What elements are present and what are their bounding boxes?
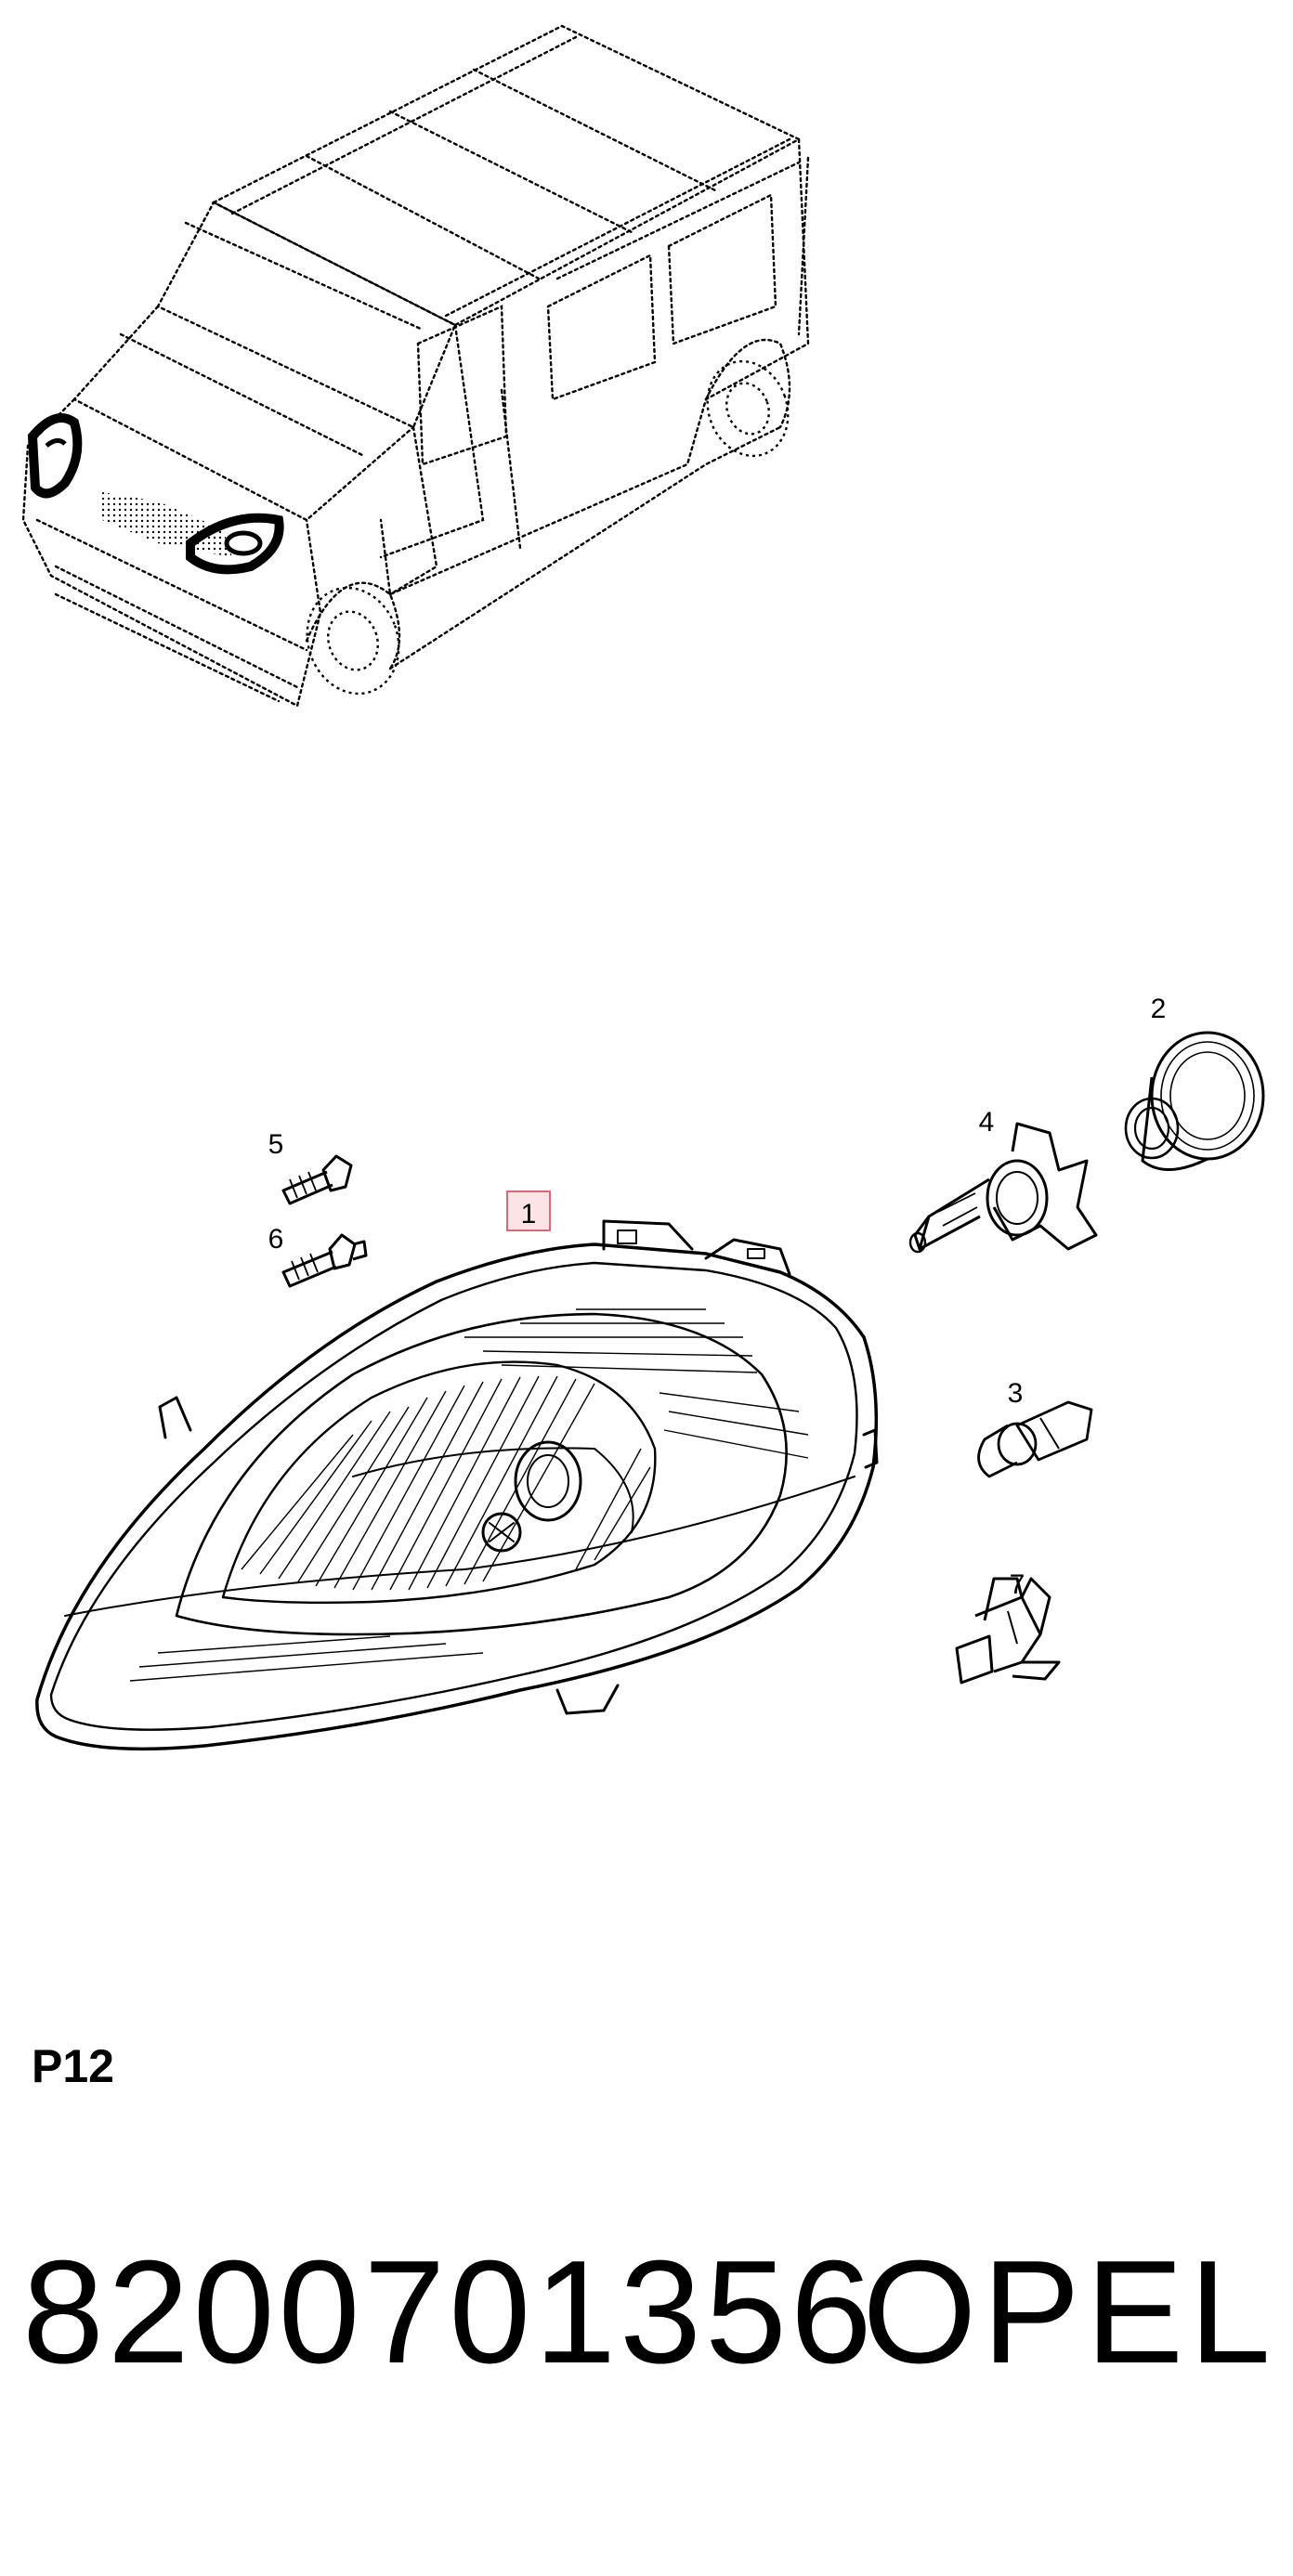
callout-1[interactable]: 1 (521, 1199, 537, 1229)
page-code: P12 (32, 2040, 114, 2092)
callout-2[interactable]: 2 (1151, 994, 1167, 1024)
part-number: 8200701356 (22, 2231, 876, 2394)
van-overview-icon (21, 24, 810, 708)
bulb-h4-icon (908, 1122, 1098, 1254)
callout-1-highlight (506, 1190, 551, 1231)
bulb-w5w-icon (977, 1400, 1093, 1478)
callout-4[interactable]: 4 (979, 1107, 995, 1138)
rubber-cap-icon (1124, 1031, 1265, 1171)
footer: 8200701356 OPEL (22, 2229, 1276, 2405)
brand-label: OPEL (862, 2231, 1276, 2394)
bulb-holder-icon (955, 1577, 1061, 1685)
bolt-icon (281, 1154, 353, 1205)
headlamp-reflector-hatching (129, 1308, 809, 1682)
van-wheels-icon (306, 359, 790, 696)
callout-3[interactable]: 3 (1008, 1378, 1024, 1409)
callout-6[interactable]: 6 (268, 1224, 284, 1255)
van-headlamp-highlight-icon (27, 413, 284, 575)
callout-7[interactable]: 7 (1010, 1569, 1025, 1600)
callout-5[interactable]: 5 (268, 1129, 284, 1160)
headlamp-assembly-icon (35, 1219, 879, 1751)
stud-bolt-icon (281, 1233, 368, 1288)
